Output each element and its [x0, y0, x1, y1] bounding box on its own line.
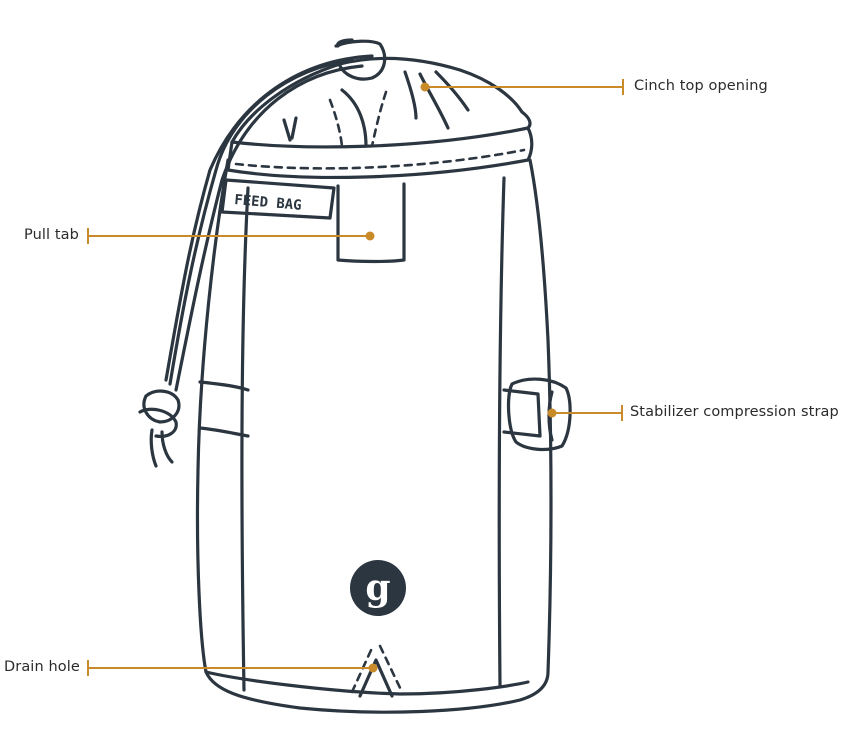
- bag-body: [195, 126, 553, 714]
- tag-text: FEED BAG: [234, 192, 303, 214]
- logo-glyph: g: [365, 567, 390, 609]
- brand-logo: g: [350, 560, 406, 616]
- feed-bag-tag: FEED BAG: [220, 178, 336, 220]
- label-cinch-top-opening: Cinch top opening: [634, 78, 768, 94]
- drain-hole: [350, 644, 404, 698]
- stabilizer-strap: [502, 377, 572, 452]
- leader-pull-tab: [87, 228, 375, 244]
- pull-tab: [336, 182, 406, 264]
- label-drain-hole: Drain hole: [4, 659, 80, 675]
- drawcord: [138, 54, 374, 468]
- left-side-strap: [198, 380, 250, 438]
- leader-stabilizer-strap: [547, 405, 623, 421]
- label-stabilizer-compression-strap: Stabilizer compression strap: [630, 404, 839, 420]
- cinch-top: [230, 38, 532, 148]
- leader-cinch-top: [420, 79, 624, 95]
- leader-drain-hole: [87, 660, 378, 676]
- label-pull-tab: Pull tab: [24, 227, 79, 243]
